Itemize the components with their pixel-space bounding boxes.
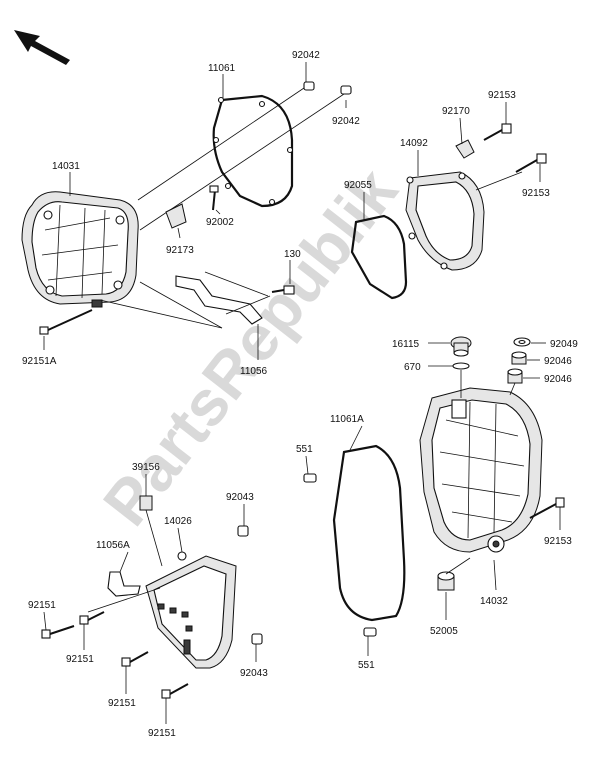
label-92170: 92170 bbox=[442, 106, 470, 117]
label-92151A: 92151A bbox=[22, 356, 57, 367]
label-92043-a: 92043 bbox=[226, 492, 254, 503]
label-14026: 14026 bbox=[164, 516, 192, 527]
bracket-11056 bbox=[175, 271, 271, 325]
label-92153-a: 92153 bbox=[488, 90, 516, 101]
label-92151-b: 92151 bbox=[66, 654, 94, 665]
plug-52005 bbox=[437, 557, 471, 591]
clamp-92170 bbox=[455, 139, 475, 159]
label-52005: 52005 bbox=[430, 626, 458, 637]
gasket-11061A bbox=[332, 444, 406, 622]
label-14031: 14031 bbox=[52, 161, 80, 172]
label-92049: 92049 bbox=[550, 339, 578, 350]
label-14092: 14092 bbox=[400, 138, 428, 149]
label-16115: 16115 bbox=[392, 339, 420, 350]
gasket-11061 bbox=[212, 94, 294, 208]
label-92043-b: 92043 bbox=[240, 668, 268, 679]
label-92046-a: 92046 bbox=[544, 356, 572, 367]
bolt-130 bbox=[271, 285, 295, 295]
label-92151-c: 92151 bbox=[108, 698, 136, 709]
dowel-92043-b bbox=[251, 633, 263, 645]
bolt-92151-b bbox=[79, 611, 105, 625]
clutch-cover-14032 bbox=[419, 387, 543, 553]
engine-cover-14031 bbox=[21, 191, 139, 308]
part-labels: 11061 92042 92042 14031 92002 92173 130 … bbox=[22, 50, 578, 739]
clamp-92173 bbox=[165, 203, 187, 229]
label-92042-a: 92042 bbox=[292, 50, 320, 61]
label-92151-d: 92151 bbox=[148, 728, 176, 739]
bolt-92153-a bbox=[483, 123, 512, 141]
dowel-92042-b bbox=[340, 85, 352, 95]
label-92151-a: 92151 bbox=[28, 600, 56, 611]
oil-cap-16115 bbox=[450, 336, 472, 357]
label-92042-b: 92042 bbox=[332, 116, 360, 127]
bolt-92002 bbox=[209, 185, 219, 211]
label-92046-b: 92046 bbox=[544, 374, 572, 385]
cover-14092 bbox=[405, 171, 485, 271]
o-ring-670 bbox=[452, 362, 470, 370]
label-670: 670 bbox=[404, 362, 421, 373]
nut-92046-a bbox=[511, 351, 527, 365]
dowel-92043-a bbox=[237, 525, 249, 537]
gasket-92055 bbox=[350, 214, 408, 300]
label-92153-b: 92153 bbox=[522, 188, 550, 199]
bolt-92153-b bbox=[515, 153, 547, 173]
nut-92046-b bbox=[507, 368, 523, 384]
label-551-b: 551 bbox=[358, 660, 375, 671]
dowel-92042-a bbox=[303, 81, 315, 91]
dowel-551-a bbox=[303, 473, 317, 483]
label-14032: 14032 bbox=[480, 596, 508, 607]
label-551-a: 551 bbox=[296, 444, 313, 455]
label-11056A: 11056A bbox=[96, 540, 130, 551]
label-11056: 11056 bbox=[240, 366, 268, 377]
label-92173: 92173 bbox=[166, 245, 194, 256]
watermark: PartsRepublik bbox=[89, 155, 411, 539]
label-92153-c: 92153 bbox=[544, 536, 572, 547]
cover-14026 bbox=[145, 551, 237, 669]
bolt-92151-c bbox=[121, 651, 149, 667]
bolt-92151A bbox=[39, 281, 223, 335]
label-11061: 11061 bbox=[208, 63, 236, 74]
bracket-11056A bbox=[107, 571, 141, 597]
dowel-551-b bbox=[363, 627, 377, 637]
bolt-92151-a bbox=[41, 625, 75, 639]
label-11061A: 11061A bbox=[330, 414, 364, 425]
bolt-92151-d bbox=[161, 683, 189, 699]
label-92002: 92002 bbox=[206, 217, 234, 228]
front-arrow-icon bbox=[14, 30, 70, 65]
spacer-39156 bbox=[139, 495, 153, 511]
label-130: 130 bbox=[284, 249, 301, 260]
label-92055: 92055 bbox=[344, 180, 372, 191]
leader-lines bbox=[43, 62, 561, 724]
label-39156: 39156 bbox=[132, 462, 160, 473]
